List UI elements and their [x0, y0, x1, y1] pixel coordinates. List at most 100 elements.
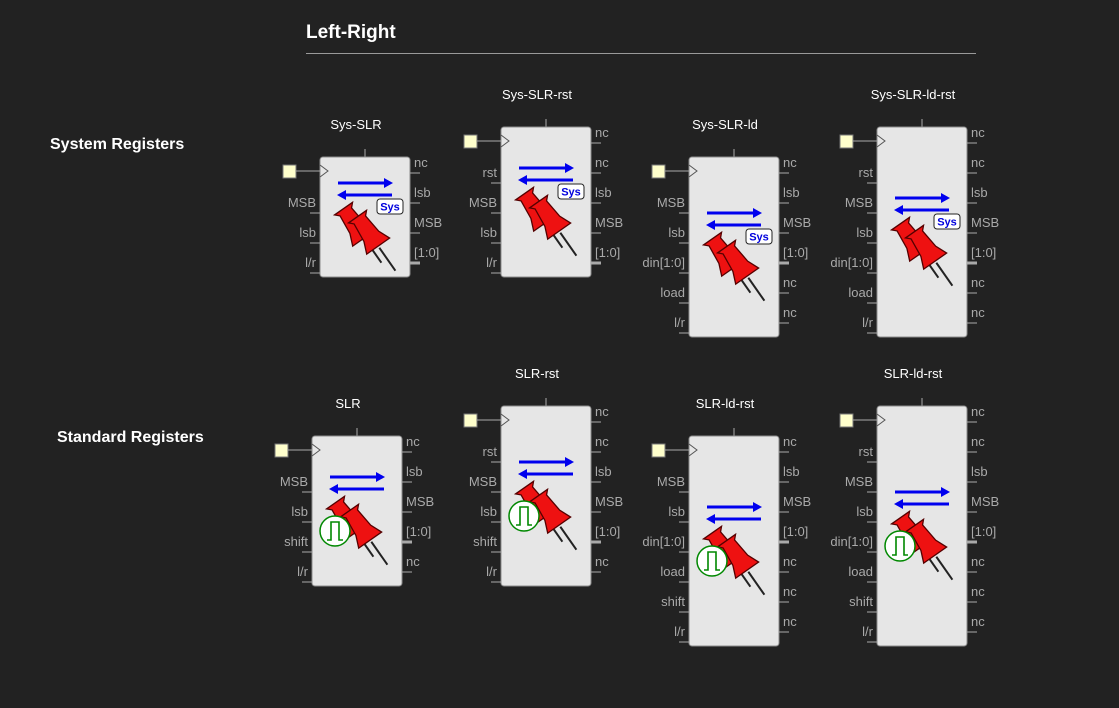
left-pin-label: lsb: [856, 225, 873, 240]
pulse-circle: [319, 515, 351, 547]
right-pin-label: [1:0]: [783, 245, 808, 260]
clock-input-icon[interactable]: [274, 443, 289, 458]
pulse-icon: [884, 530, 916, 562]
register-component[interactable]: Sys-SLR-ld-rstrstMSBlsbdin[1:0]loadl/rnc…: [830, 87, 999, 338]
right-pin-label: lsb: [971, 464, 988, 479]
pushpin-icon: [527, 487, 578, 551]
component-title: Sys-SLR: [330, 117, 381, 132]
component-title: SLR-ld-rst: [696, 396, 755, 411]
clock-input-icon[interactable]: [839, 413, 854, 428]
register-component[interactable]: SLR-ld-rstMSBlsbdin[1:0]loadshiftl/rncls…: [642, 396, 811, 647]
right-pin-label: [1:0]: [971, 245, 996, 260]
right-pin-label: lsb: [414, 185, 431, 200]
left-pin-label: shift: [473, 534, 497, 549]
clock-input-icon[interactable]: [463, 134, 478, 149]
pulse-circle: [508, 500, 540, 532]
register-component[interactable]: SLR-ld-rstrstMSBlsbdin[1:0]loadshiftl/rn…: [830, 366, 999, 647]
right-pin-label: lsb: [595, 464, 612, 479]
right-pin-label: nc: [595, 434, 609, 449]
left-pin-label: shift: [284, 534, 308, 549]
left-pin-label: l/r: [297, 564, 309, 579]
clock-input-icon[interactable]: [463, 413, 478, 428]
arrow-left-head: [706, 514, 715, 524]
right-pin-label: lsb: [783, 464, 800, 479]
right-pin-label: MSB: [595, 494, 623, 509]
clock-input-icon[interactable]: [651, 443, 666, 458]
left-pin-label: din[1:0]: [642, 255, 685, 270]
shift-arrows-icon: [337, 178, 393, 200]
section-divider: [306, 53, 976, 54]
arrow-right-head: [753, 208, 762, 218]
left-pin-label: rst: [859, 165, 874, 180]
pulse-icon: [508, 500, 540, 532]
arrow-right-head: [565, 163, 574, 173]
right-pin-label: MSB: [406, 494, 434, 509]
left-pin-label: l/r: [674, 624, 686, 639]
pushpin-body: [715, 532, 760, 580]
left-pin-label: MSB: [288, 195, 316, 210]
left-pin-label: l/r: [674, 315, 686, 330]
right-pin-label: nc: [783, 155, 797, 170]
arrow-left-head: [329, 484, 338, 494]
pushpin-icon: [338, 502, 389, 566]
pushpin-body: [903, 517, 948, 565]
shift-arrows-icon: [894, 193, 950, 215]
pushpin-body: [527, 193, 572, 241]
clock-triangle: [500, 413, 510, 427]
right-pin-label: MSB: [414, 215, 442, 230]
left-pin-label: load: [660, 564, 685, 579]
clock-input-icon[interactable]: [282, 164, 297, 179]
clock-triangle: [688, 164, 698, 178]
shift-arrows-icon: [706, 502, 762, 524]
arrow-right-head: [376, 472, 385, 482]
left-pin-label: din[1:0]: [830, 255, 873, 270]
left-pin-label: rst: [483, 444, 498, 459]
pushpin-body: [527, 487, 572, 535]
arrow-left-head: [894, 205, 903, 215]
component-title: SLR-ld-rst: [884, 366, 943, 381]
pulse-wave: [704, 551, 720, 571]
register-component[interactable]: Sys-SLR-rstrstMSBlsbl/rncnclsbMSB[1:0]Sy…: [463, 87, 623, 278]
pushpin-needle: [935, 556, 954, 581]
right-pin-label: nc: [783, 434, 797, 449]
left-pin-label: MSB: [280, 474, 308, 489]
row-label-standard-registers: Standard Registers: [57, 429, 204, 446]
pushpin-body: [346, 208, 391, 256]
section-title: Left-Right: [306, 22, 396, 43]
clock-input-icon[interactable]: [839, 134, 854, 149]
right-pin-label: [1:0]: [595, 524, 620, 539]
right-pin-label: nc: [595, 554, 609, 569]
left-pin-label: lsb: [299, 225, 316, 240]
right-pin-label: [1:0]: [783, 524, 808, 539]
right-pin-label: lsb: [595, 185, 612, 200]
component-title: Sys-SLR-ld: [692, 117, 758, 132]
arrow-right-head: [384, 178, 393, 188]
right-pin-label: lsb: [406, 464, 423, 479]
pulse-wave: [892, 536, 908, 556]
pushpin-needle: [747, 277, 766, 302]
left-pin-label: l/r: [486, 255, 498, 270]
clock-triangle: [319, 164, 329, 178]
right-pin-label: [1:0]: [971, 524, 996, 539]
left-pin-label: lsb: [856, 504, 873, 519]
right-pin-label: lsb: [783, 185, 800, 200]
register-component[interactable]: SLR-rstrstMSBlsbshiftl/rncnclsbMSB[1:0]n…: [463, 366, 623, 587]
component-title: Sys-SLR-rst: [502, 87, 572, 102]
right-pin-label: MSB: [595, 215, 623, 230]
clock-triangle: [688, 443, 698, 457]
pushpin-needle: [378, 247, 397, 272]
sys-badge-frame: [745, 228, 773, 245]
register-component[interactable]: Sys-SLR-ldMSBlsbdin[1:0]loadl/rnclsbMSB[…: [642, 117, 811, 338]
pushpin-body: [715, 238, 760, 286]
sys-badge-frame: [557, 183, 585, 200]
pushpin-icon: [715, 532, 766, 596]
arrow-left-head: [337, 190, 346, 200]
clock-input-icon[interactable]: [651, 164, 666, 179]
right-pin-label: nc: [595, 125, 609, 140]
left-pin-label: lsb: [668, 225, 685, 240]
pushpin-icon: [903, 223, 954, 287]
arrow-right-head: [753, 502, 762, 512]
